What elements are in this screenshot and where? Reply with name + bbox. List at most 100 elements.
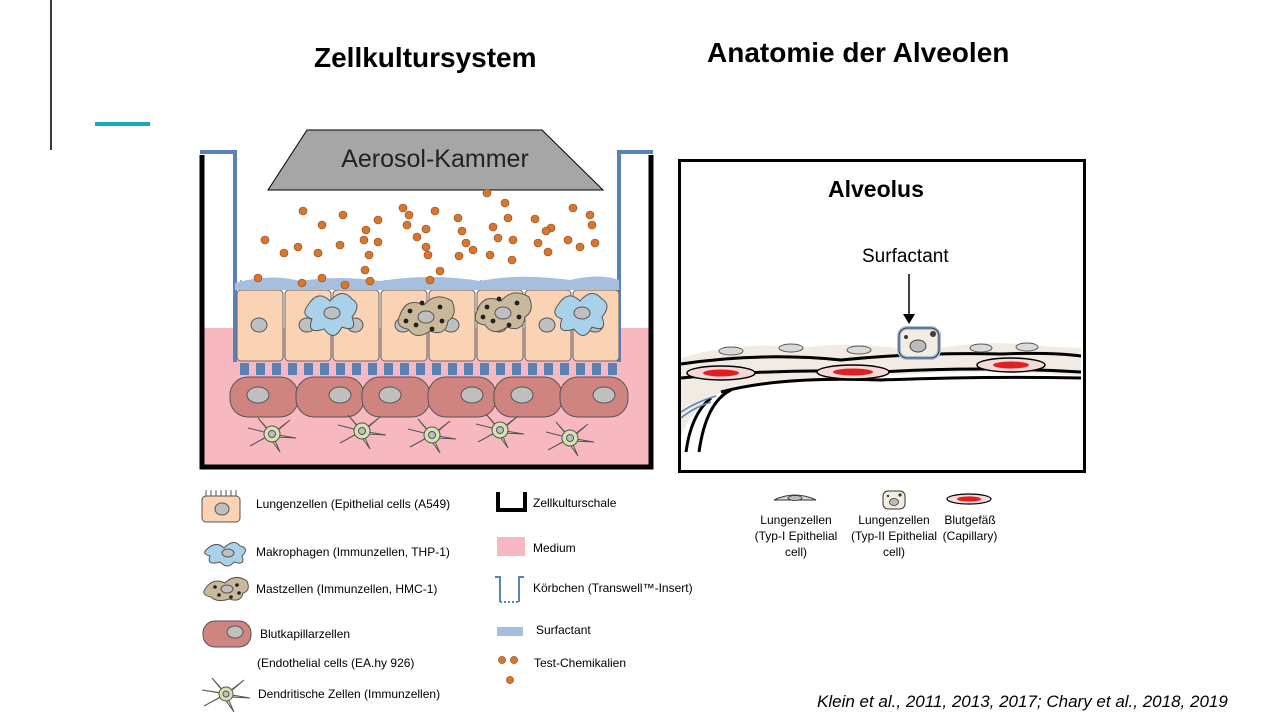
chemical-droplet <box>435 266 445 276</box>
chemical-droplet <box>297 278 307 288</box>
surfactant-label: Surfactant <box>862 246 949 267</box>
chemical-droplet <box>563 235 573 245</box>
membrane-pore <box>368 363 377 375</box>
legend-endothelial: (Endothelial cells (EA.hy 926) <box>257 656 415 670</box>
legend-medium: Medium <box>533 541 576 555</box>
legend-type1-icon <box>773 494 817 501</box>
membrane-pore <box>496 363 505 375</box>
chemical-droplet <box>488 222 498 232</box>
membrane-pore <box>336 363 345 375</box>
legend-macrophages: Makrophagen (Immunzellen, THP-1) <box>256 545 450 559</box>
chemical-droplet <box>421 224 431 234</box>
dendritic-cell <box>407 418 457 454</box>
chemical-droplet <box>398 203 408 213</box>
membrane-pore <box>384 363 393 375</box>
chemical-droplet <box>317 273 327 283</box>
slide-vertical-rule <box>50 0 52 150</box>
chemical-droplet <box>485 250 495 260</box>
chemical-droplet <box>402 220 412 230</box>
chemical-droplet <box>543 247 553 257</box>
chemical-droplet <box>493 233 503 243</box>
citation: Klein et al., 2011, 2013, 2017; Chary et… <box>817 692 1228 711</box>
legend-chemicals: Test-Chemikalien <box>534 656 627 670</box>
legend-capillary-cells: Blutkapillarzellen <box>260 627 351 641</box>
dendritic-cell <box>337 414 387 450</box>
membrane-pore <box>592 363 601 375</box>
chemical-droplet <box>404 210 414 220</box>
mast-cell <box>474 292 532 332</box>
legend-dendritic: Dendritische Zellen (Immunzellen) <box>258 687 441 701</box>
legend-surfactant-swatch <box>497 627 523 636</box>
chemical-droplet <box>500 198 510 208</box>
chemical-droplet <box>453 213 463 223</box>
chemical-droplet <box>412 232 422 242</box>
chemical-droplet <box>503 213 513 223</box>
legend-surfactant: Surfactant <box>536 623 591 637</box>
chemical-droplet <box>425 275 435 285</box>
membrane-pore <box>304 363 313 375</box>
cell-culture-diagram <box>199 129 654 470</box>
membrane-pore <box>432 363 441 375</box>
membrane-pore <box>560 363 569 375</box>
capillary-cell <box>361 376 431 418</box>
chemical-droplet <box>253 273 263 283</box>
legend-dish-icon <box>496 492 527 512</box>
legend-chemicals-icon <box>498 656 518 684</box>
chemical-droplet <box>541 226 551 236</box>
chemical-droplet <box>421 242 431 252</box>
membrane-pore <box>464 363 473 375</box>
capillary-cell <box>427 376 497 418</box>
chemical-droplet <box>508 235 518 245</box>
legend-mast-cell-icon <box>203 577 249 602</box>
chemical-droplet <box>423 250 433 260</box>
chemical-droplet <box>313 248 323 258</box>
chemical-droplet <box>585 210 595 220</box>
legend-dendritic-icon <box>201 677 251 713</box>
epithelial-cell <box>236 280 284 362</box>
membrane-pore <box>400 363 409 375</box>
chemical-droplet <box>533 238 543 248</box>
membrane-pore <box>352 363 361 375</box>
membrane-pore <box>576 363 585 375</box>
chemical-droplet <box>260 235 270 245</box>
chemical-droplet <box>335 240 345 250</box>
membrane-pore <box>448 363 457 375</box>
chemical-droplet <box>430 206 440 216</box>
dendritic-cell <box>475 413 525 449</box>
chemical-droplet <box>298 206 308 216</box>
chemical-droplet <box>457 226 467 236</box>
alveolus-title: Alveolus <box>828 176 924 202</box>
membrane-pore <box>608 363 617 375</box>
dendritic-cell <box>247 417 297 453</box>
chemical-droplet <box>365 276 375 286</box>
chemical-droplet <box>279 248 289 258</box>
aerosol-chamber-label: Aerosol-Kammer <box>341 145 529 173</box>
capillary-cell <box>493 376 563 418</box>
membrane-pore <box>416 363 425 375</box>
capillary-cell <box>229 376 299 418</box>
capillary-cell <box>559 376 629 418</box>
dendritic-cell <box>545 421 595 457</box>
chemical-droplet <box>364 250 374 260</box>
title-cell-culture-system: Zellkultursystem <box>314 42 537 73</box>
capillary-cell <box>295 376 365 418</box>
legend-type2: Lungenzellen (Typ-II Epithelial cell) <box>850 513 938 559</box>
chemical-droplet <box>568 203 578 213</box>
legend-type2-icon <box>882 490 906 510</box>
macrophage-cell <box>554 293 608 336</box>
legend-capillary-icon <box>202 620 252 648</box>
membrane-pore <box>512 363 521 375</box>
legend-lung-cells: Lungenzellen (Epithelial cells (A549) <box>256 497 451 511</box>
chemical-droplet <box>359 235 369 245</box>
chemical-droplet <box>360 265 370 275</box>
chemical-droplet <box>575 242 585 252</box>
alveolus-diagram <box>680 274 1082 453</box>
chemical-droplet <box>461 238 471 248</box>
chemical-droplet <box>373 237 383 247</box>
membrane-pore <box>528 363 537 375</box>
chemical-droplet <box>293 242 303 252</box>
membrane-pore <box>480 363 489 375</box>
chemical-droplet <box>468 245 478 255</box>
chemical-droplet <box>361 225 371 235</box>
membrane-pore <box>544 363 553 375</box>
